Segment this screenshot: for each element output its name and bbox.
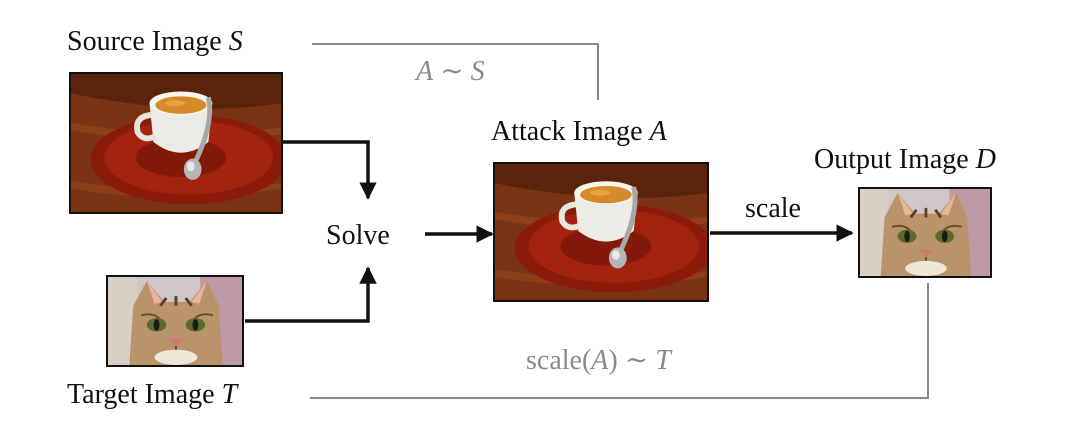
constraint-line-output-target <box>310 283 929 399</box>
source-image-variable: S <box>228 26 243 57</box>
cat-face-photo-icon <box>860 189 990 276</box>
attack-source-constraint: A ∼ S <box>416 56 485 87</box>
scaled-target-constraint: scale(A) ∼ T <box>526 345 671 376</box>
source-image-label: Source Image S <box>67 26 243 57</box>
constraint-line-source-attack <box>312 43 599 100</box>
scale-label: scale <box>745 193 801 224</box>
solve-label: Solve <box>326 220 390 251</box>
attack-image-variable: A <box>649 116 667 147</box>
attack-image <box>493 162 709 302</box>
target-image-label: Target Image T <box>67 379 238 410</box>
output-image-variable: D <box>975 144 996 175</box>
cat-face-photo-icon <box>108 277 242 365</box>
arrow-source-to-solve <box>283 140 377 200</box>
output-image <box>858 187 992 278</box>
target-image-variable: T <box>221 379 238 410</box>
target-image <box>106 275 244 367</box>
source-image <box>69 72 283 214</box>
arrow-target-to-solve <box>245 266 377 323</box>
coffee-cup-photo-icon <box>495 164 707 300</box>
coffee-cup-photo-icon <box>71 74 281 212</box>
attack-image-label: Attack Image A <box>491 116 667 147</box>
output-image-label: Output Image D <box>814 144 996 175</box>
